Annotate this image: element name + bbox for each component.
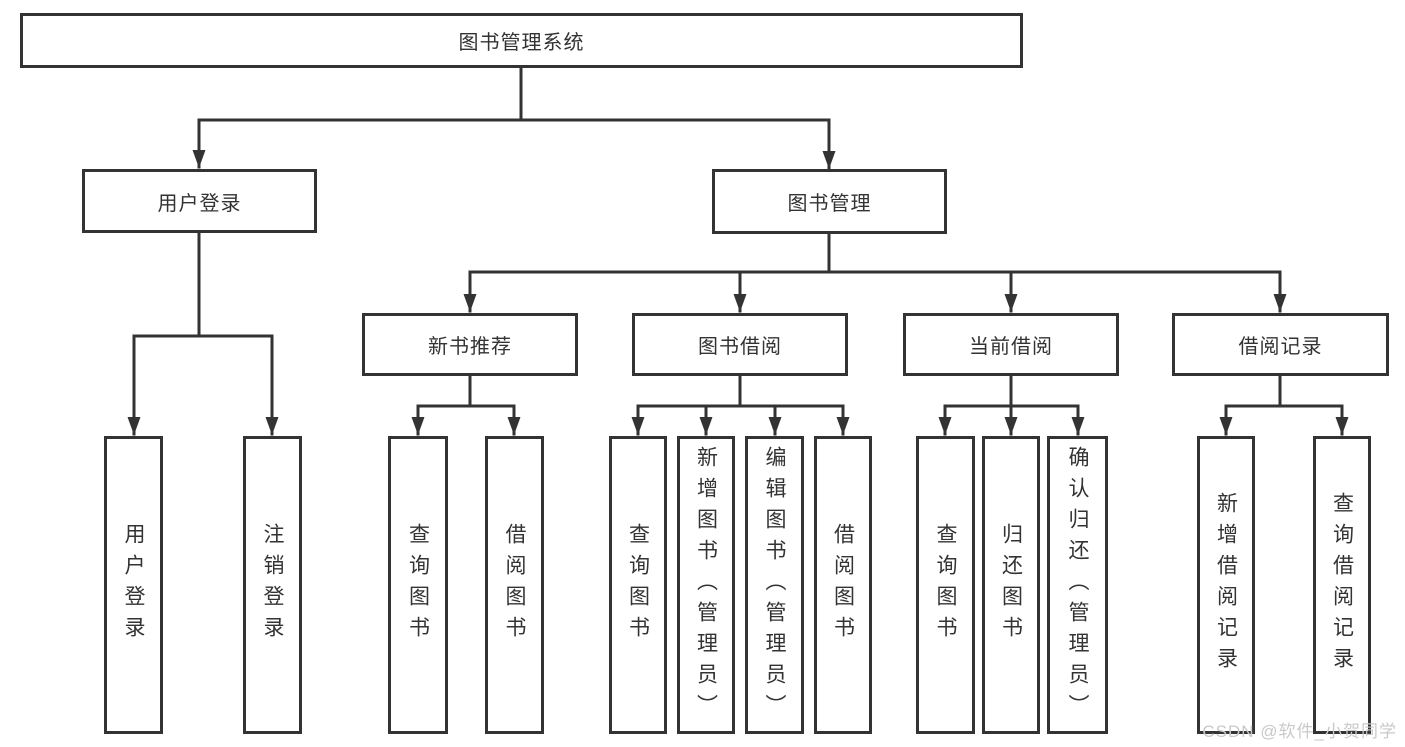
leaf-bb-add-books-admin: 新增图书（管理员） <box>677 436 735 734</box>
leaf-nb-borrow-books: 借阅图书 <box>485 436 544 734</box>
leaf-nb-borrow-books-label: 借阅图书 <box>503 523 526 647</box>
leaf-cb-return-books-label: 归还图书 <box>999 523 1023 647</box>
leaf-br-query-record-label: 查询借阅记录 <box>1330 492 1354 678</box>
node-borrow-records: 借阅记录 <box>1172 313 1389 376</box>
leaf-bb-edit-books-admin-label: 编辑图书（管理员） <box>763 445 786 725</box>
leaf-bb-borrow-books-label: 借阅图书 <box>831 523 855 647</box>
node-new-book-recommend-label: 新书推荐 <box>428 336 512 358</box>
leaf-br-query-record: 查询借阅记录 <box>1313 436 1371 734</box>
leaf-br-add-record: 新增借阅记录 <box>1197 436 1255 734</box>
leaf-nb-query-books: 查询图书 <box>388 436 448 734</box>
leaf-user-login-label: 用户登录 <box>122 523 145 647</box>
node-book-management: 图书管理 <box>712 169 947 234</box>
leaf-user-login: 用户登录 <box>104 436 163 734</box>
node-user-login: 用户登录 <box>82 169 317 233</box>
leaf-bb-query-books-label: 查询图书 <box>626 523 650 647</box>
node-book-borrow: 图书借阅 <box>632 313 848 376</box>
leaf-logout: 注销登录 <box>243 436 302 734</box>
node-book-management-label: 图书管理 <box>787 193 872 215</box>
leaf-cb-query-books-label: 查询图书 <box>934 523 957 647</box>
node-book-borrow-label: 图书借阅 <box>698 336 782 358</box>
leaf-cb-return-books: 归还图书 <box>982 436 1040 734</box>
leaf-logout-label: 注销登录 <box>261 523 284 647</box>
csdn-watermark: CSDN @软件_小贺同学 <box>1202 722 1397 741</box>
leaf-bb-edit-books-admin: 编辑图书（管理员） <box>745 436 804 734</box>
node-current-borrow: 当前借阅 <box>903 313 1119 376</box>
leaf-cb-confirm-return-admin-label: 确认归还（管理员） <box>1066 445 1089 725</box>
node-user-login-label: 用户登录 <box>157 192 242 215</box>
leaf-bb-add-books-admin-label: 新增图书（管理员） <box>694 445 718 725</box>
leaf-nb-query-books-label: 查询图书 <box>406 523 430 647</box>
leaf-cb-confirm-return-admin: 确认归还（管理员） <box>1047 436 1108 734</box>
node-current-borrow-label: 当前借阅 <box>969 336 1053 358</box>
node-root: 图书管理系统 <box>20 13 1023 68</box>
node-root-label: 图书管理系统 <box>458 32 585 54</box>
node-new-book-recommend: 新书推荐 <box>362 313 578 376</box>
leaf-bb-borrow-books: 借阅图书 <box>814 436 872 734</box>
leaf-br-add-record-label: 新增借阅记录 <box>1214 492 1238 678</box>
leaf-cb-query-books: 查询图书 <box>916 436 975 734</box>
node-borrow-records-label: 借阅记录 <box>1238 336 1323 358</box>
leaf-bb-query-books: 查询图书 <box>609 436 667 734</box>
